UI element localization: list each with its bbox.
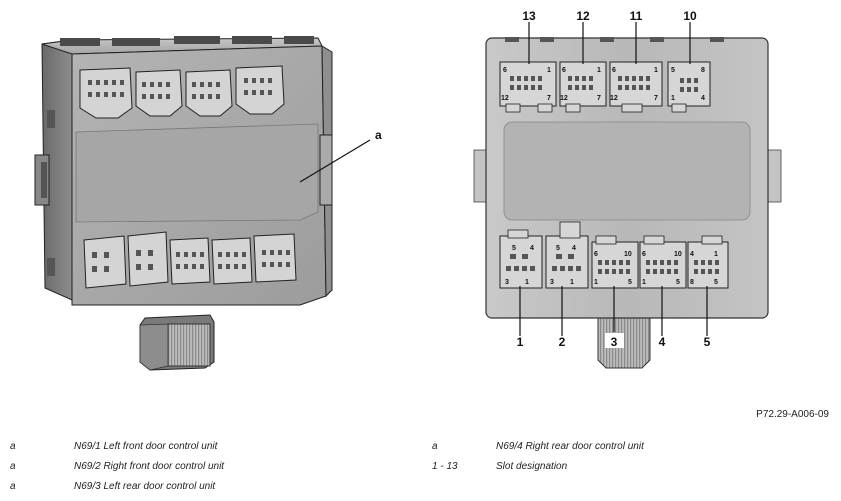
pin-label: 6: [503, 67, 507, 74]
legend-text: N69/1 Left front door control unit: [74, 441, 218, 452]
pin-label: 7: [547, 95, 551, 102]
pin-label: 4: [530, 245, 534, 252]
bottom-plug-left: [139, 314, 215, 371]
pin-label: 1: [570, 279, 574, 286]
pin-label: 1: [597, 67, 601, 74]
pin-label: 5: [556, 245, 560, 252]
pin-label: 4: [572, 245, 576, 252]
pin-label: 1: [594, 279, 598, 286]
pin-label: 5: [671, 67, 675, 74]
legend-key: a: [10, 441, 16, 452]
pin-label: 6: [642, 251, 646, 258]
legend-text: N69/3 Left rear door control unit: [74, 481, 216, 492]
callout-a-label: a: [375, 128, 382, 142]
pin-label: 5: [714, 279, 718, 286]
connector-2: [545, 221, 589, 289]
pin-label: 5: [676, 279, 680, 286]
pin-label: 7: [654, 95, 658, 102]
pin-label: 7: [597, 95, 601, 102]
legend-text: N69/4 Right rear door control unit: [496, 441, 644, 452]
pin-label: 1: [654, 67, 658, 74]
pin-label: 5: [512, 245, 516, 252]
pin-label: 1: [671, 95, 675, 102]
legend-text: N69/2 Right front door control unit: [74, 461, 225, 472]
pin-label: 4: [701, 95, 705, 102]
pin-label: 3: [505, 279, 509, 286]
callout-a-leader: [299, 139, 371, 183]
figure-reference-id: P72.29-A006-09: [756, 409, 829, 420]
control-unit-diagram: a: [34, 9, 782, 371]
legend-text: Slot designation: [496, 461, 568, 472]
pin-label: 1: [714, 251, 718, 258]
pin-label: 6: [612, 67, 616, 74]
pin-label: 12: [501, 95, 509, 102]
pin-label: 4: [690, 251, 694, 258]
pin-label: 12: [610, 95, 618, 102]
slot-label-3: 3: [611, 335, 618, 349]
legend-key: a: [432, 441, 438, 452]
legend-key: a: [10, 461, 16, 472]
pin-label: 3: [550, 279, 554, 286]
legend-key: 1 - 13: [432, 461, 458, 472]
slot-label-10: 10: [683, 9, 697, 23]
pin-label: 10: [674, 251, 682, 258]
slot-label-5: 5: [704, 335, 711, 349]
top-connectors-3d: [79, 65, 285, 119]
slot-label-11: 11: [630, 9, 643, 23]
pin-label: 5: [628, 279, 632, 286]
pin-label: 6: [594, 251, 598, 258]
pin-label: 6: [562, 67, 566, 74]
slot-label-1: 1: [517, 335, 524, 349]
control-unit-front-view: 6 1 12 7 6 1 12 7 6 1 12 7 5 8 1 4: [473, 9, 782, 369]
slot-label-4: 4: [659, 335, 666, 349]
connector-12: [559, 61, 607, 113]
pin-label: 8: [690, 279, 694, 286]
connector-13: [499, 61, 557, 113]
slot-label-12: 12: [576, 9, 590, 23]
bottom-connectors-3d: [83, 231, 297, 289]
slot-label-13: 13: [522, 9, 536, 23]
control-unit-3d-view: a: [34, 36, 382, 371]
pin-label: 10: [624, 251, 632, 258]
pin-label: 1: [525, 279, 529, 286]
slot-label-2: 2: [559, 335, 566, 349]
pin-label: 12: [560, 95, 568, 102]
pin-label: 1: [547, 67, 551, 74]
connector-10: [667, 61, 711, 113]
legend-key: a: [10, 481, 16, 492]
connector-1: [499, 229, 543, 289]
pin-label: 1: [642, 279, 646, 286]
pin-label: 8: [701, 67, 705, 74]
